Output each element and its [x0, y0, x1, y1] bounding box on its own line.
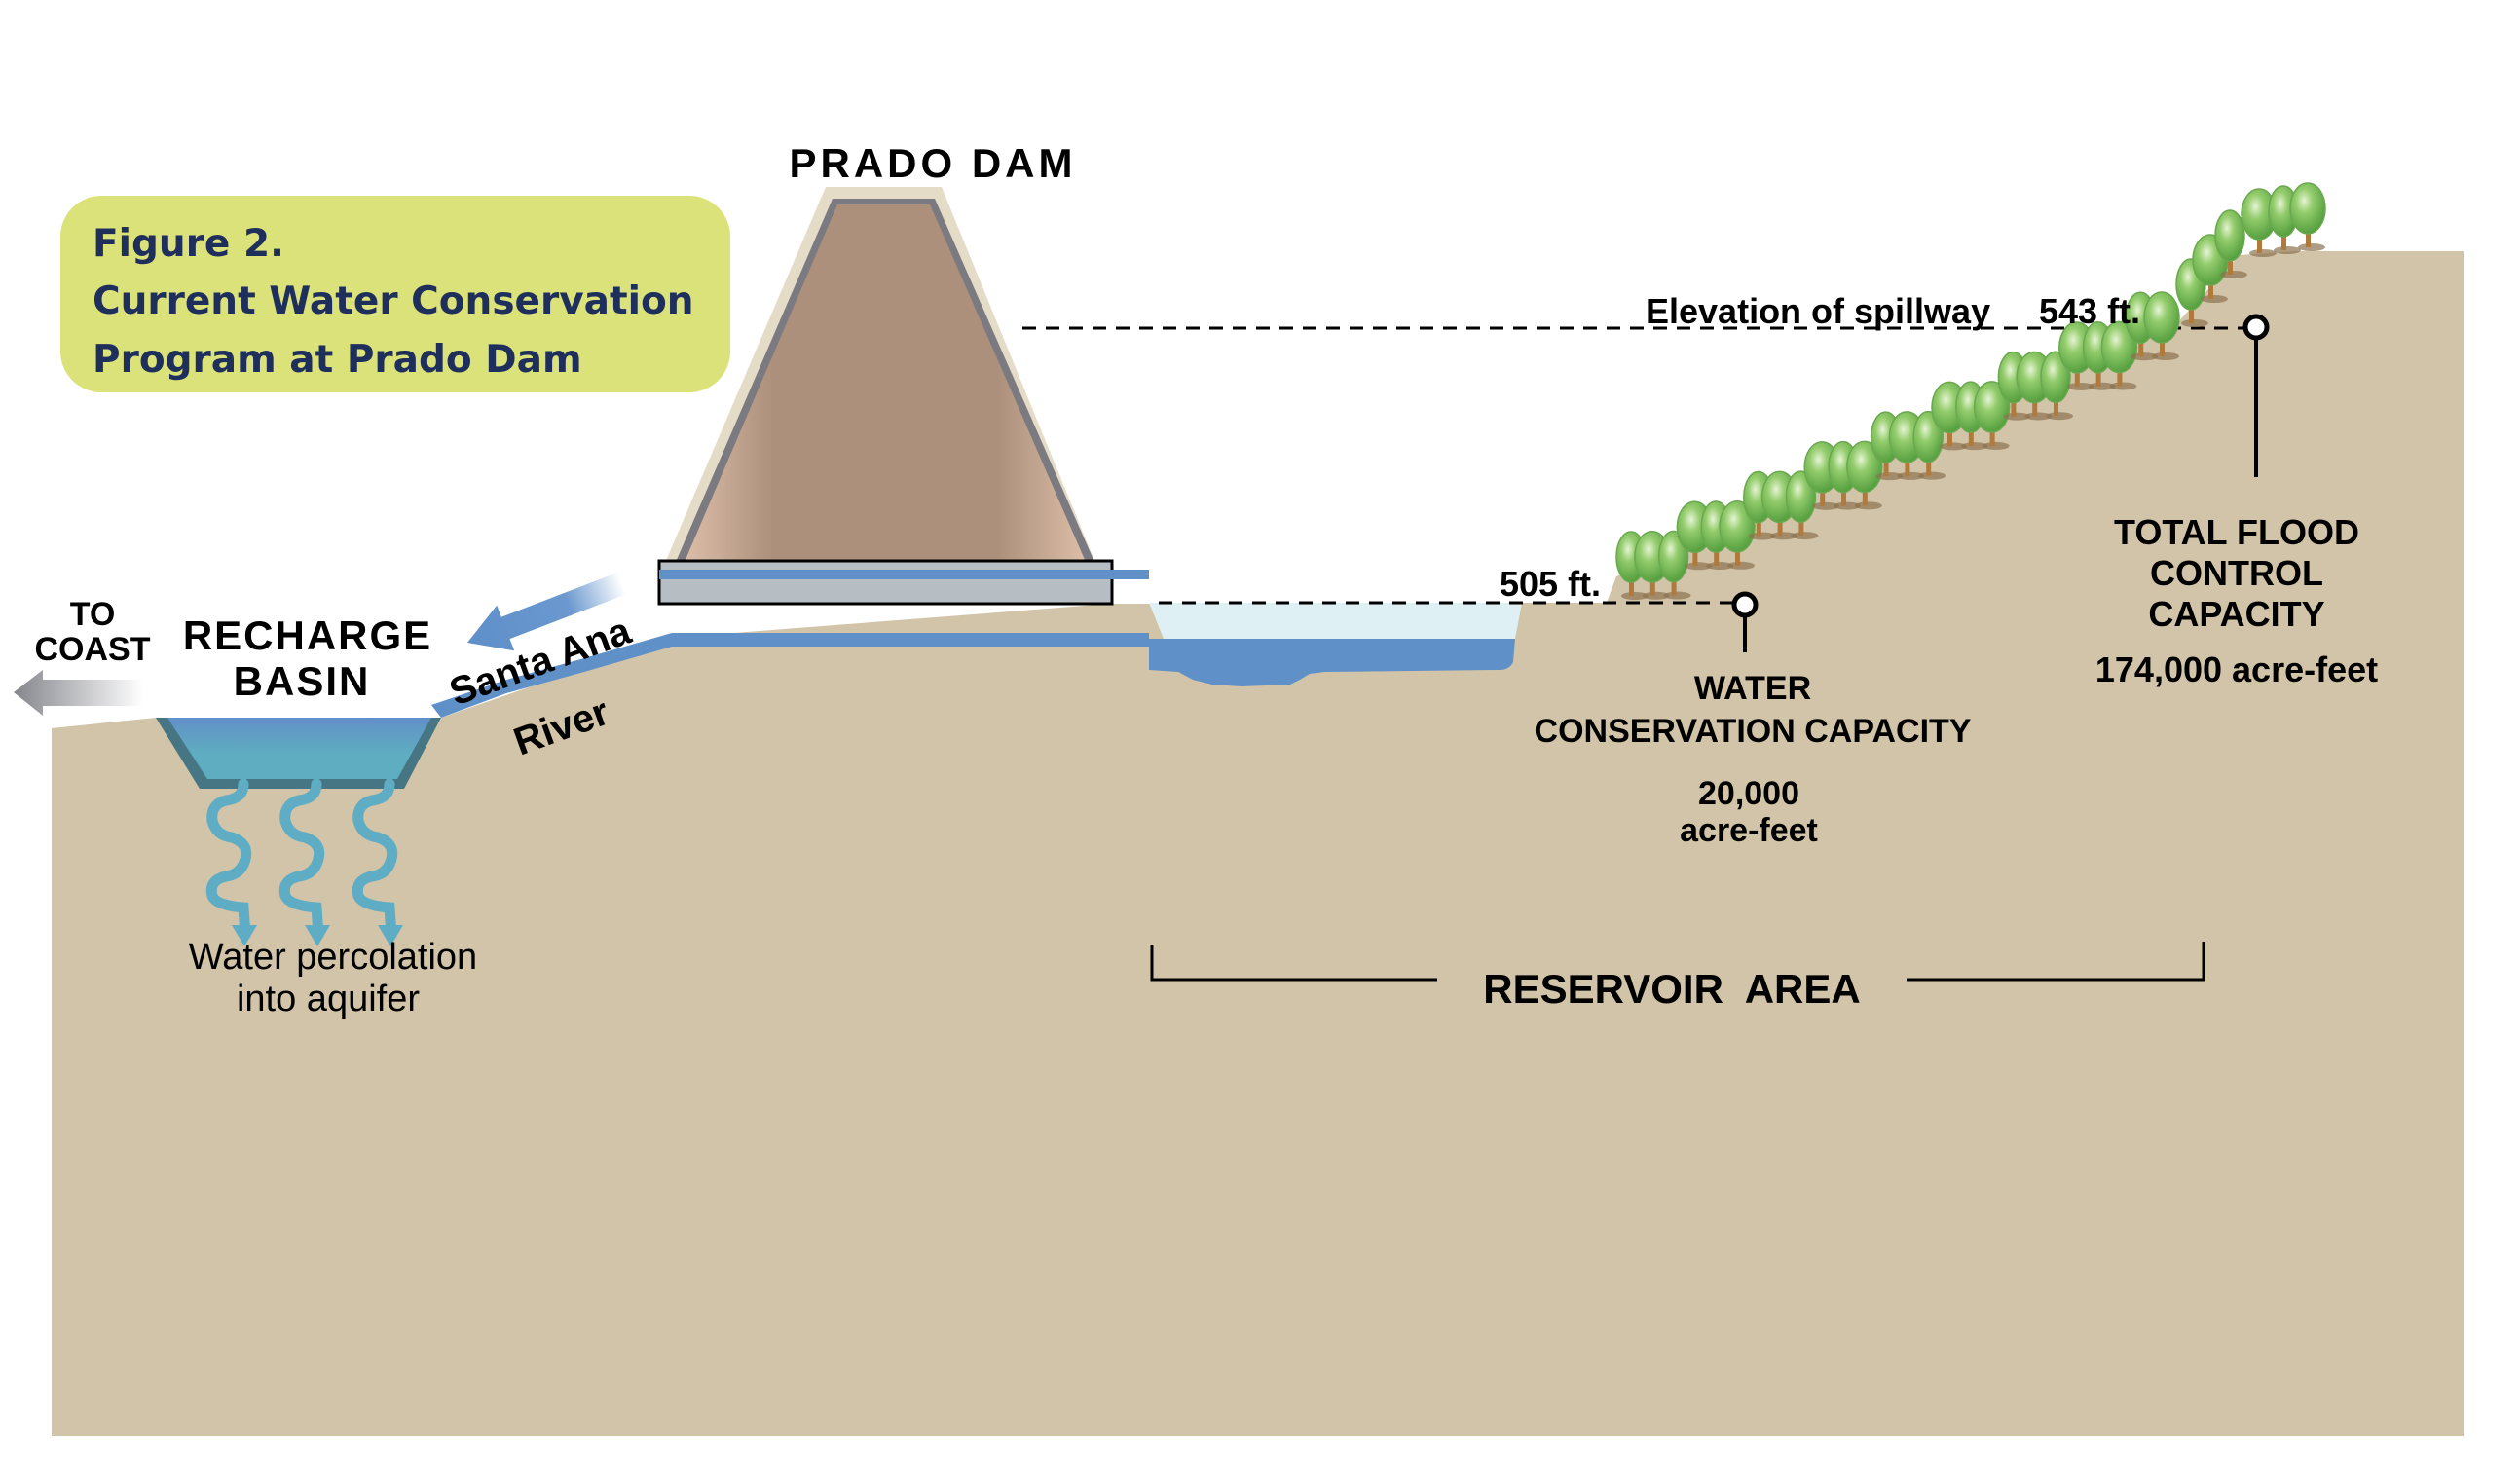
santa-ana-river	[431, 633, 1149, 718]
flood-title-line3: CAPACITY	[2148, 594, 2324, 634]
conservation-value-line1: 20,000	[1698, 775, 1799, 812]
conservation-value-line2: acre-feet	[1680, 812, 1818, 849]
arrowhead-icon	[378, 925, 403, 946]
conservation-title-line2: CONSERVATION CAPACITY	[1535, 713, 1972, 750]
figure-title-box	[60, 196, 730, 392]
trees	[1615, 182, 2326, 600]
tree-icon	[2241, 188, 2278, 257]
tree-icon	[2143, 291, 2180, 360]
marker-circle-icon	[1731, 591, 1759, 618]
to-coast-label-line1: TO	[70, 596, 116, 633]
reservoir-area-bracket	[1150, 942, 2205, 982]
flood-title-line1: TOTAL FLOOD	[2114, 512, 2359, 552]
percolation-arrow-3	[352, 778, 398, 941]
percolation-arrow-1	[205, 778, 252, 941]
percolation-arrows	[205, 778, 398, 941]
spillway-label: Elevation of spillway	[1646, 291, 1990, 331]
spillway-elevation-label: 543 ft.	[2039, 291, 2140, 331]
flood-title-line2: CONTROL	[2150, 553, 2323, 593]
tree-icon	[2289, 182, 2326, 251]
figure-number: Figure 2.	[93, 222, 284, 266]
river-flow-arrow-icon	[467, 572, 627, 651]
conservation-marker	[1731, 591, 1759, 652]
conservation-elevation-label: 505 ft.	[1500, 564, 1601, 604]
flood-control-marker	[2242, 314, 2270, 477]
figure-title-line2: Program at Prado Dam	[93, 338, 582, 382]
reservoir-area-label: RESERVOIR AREA	[1483, 966, 1860, 1012]
tree-icon	[2268, 185, 2301, 254]
figure-title-line1: Current Water Conservation	[93, 279, 694, 323]
dam-outlet-pipe	[659, 570, 1149, 579]
arrowhead-icon	[305, 925, 330, 946]
percolation-label-line2: into aquifer	[237, 979, 420, 1019]
tree-icon	[2100, 320, 2138, 390]
recharge-basin-water	[167, 718, 431, 779]
conservation-title-line1: WATER	[1694, 670, 1811, 707]
percolation-arrowheads	[232, 925, 403, 946]
recharge-basin-label-line2: BASIN	[234, 658, 371, 704]
dam-body	[685, 204, 1086, 562]
marker-circle-icon	[2242, 314, 2270, 341]
dam-foundation	[657, 559, 1114, 606]
percolation-label-line1: Water percolation	[189, 937, 477, 978]
tree-icon	[2214, 209, 2247, 278]
percolation-arrow-2	[278, 778, 325, 941]
reservoir-light-water	[1149, 603, 1522, 639]
tree-icon	[1719, 500, 1756, 570]
arrowhead-icon	[232, 925, 257, 946]
tree-icon	[1973, 381, 2011, 450]
dam-label: PRADO DAM	[790, 140, 1077, 186]
ground	[52, 251, 2464, 1436]
tree-icon	[1846, 440, 1883, 510]
recharge-basin-label-line1: RECHARGE	[183, 612, 432, 658]
to-coast-label-line2: COAST	[35, 631, 151, 668]
reservoir-water	[1149, 639, 1515, 686]
to-coast-arrow-icon	[14, 670, 143, 716]
flood-value: 174,000 acre-feet	[2095, 649, 2378, 689]
